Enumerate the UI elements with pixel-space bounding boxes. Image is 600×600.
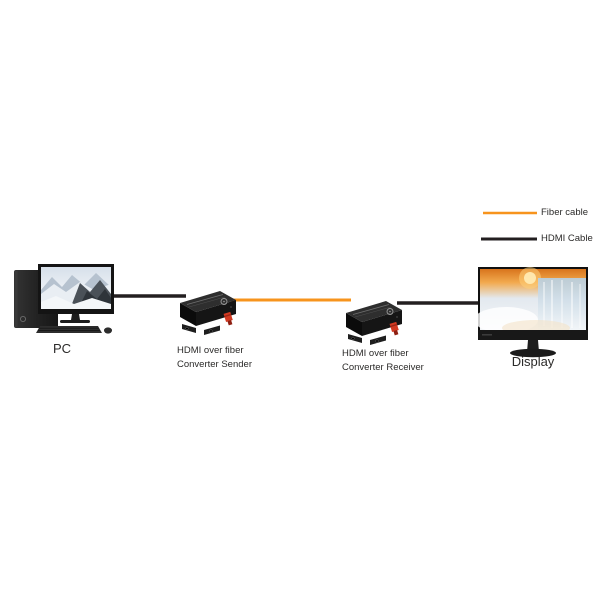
- display-label: Display: [511, 354, 555, 369]
- receiver-label-line2: Converter Receiver: [342, 362, 424, 373]
- fiber-converter-sender-icon: [179, 290, 237, 336]
- pc-screen-image: [41, 267, 111, 309]
- sender-label-line1: HDMI over fiber: [177, 345, 244, 356]
- sender-label: HDMI over fiber Converter Sender: [177, 344, 252, 372]
- receiver-label: HDMI over fiber Converter Receiver: [342, 347, 424, 375]
- receiver-label-line1: HDMI over fiber: [342, 348, 409, 359]
- fiber-converter-receiver-icon: [345, 300, 403, 346]
- pc-label: PC: [52, 341, 72, 356]
- legend-label-hdmi-cable: HDMI Cable: [541, 233, 593, 244]
- desktop-pc-icon: [14, 264, 114, 334]
- legend-label-fiber-cable: Fiber cable: [541, 207, 588, 218]
- display-screen-image: [474, 267, 586, 336]
- sender-label-line2: Converter Sender: [177, 359, 252, 370]
- monitor-icon: [474, 267, 588, 358]
